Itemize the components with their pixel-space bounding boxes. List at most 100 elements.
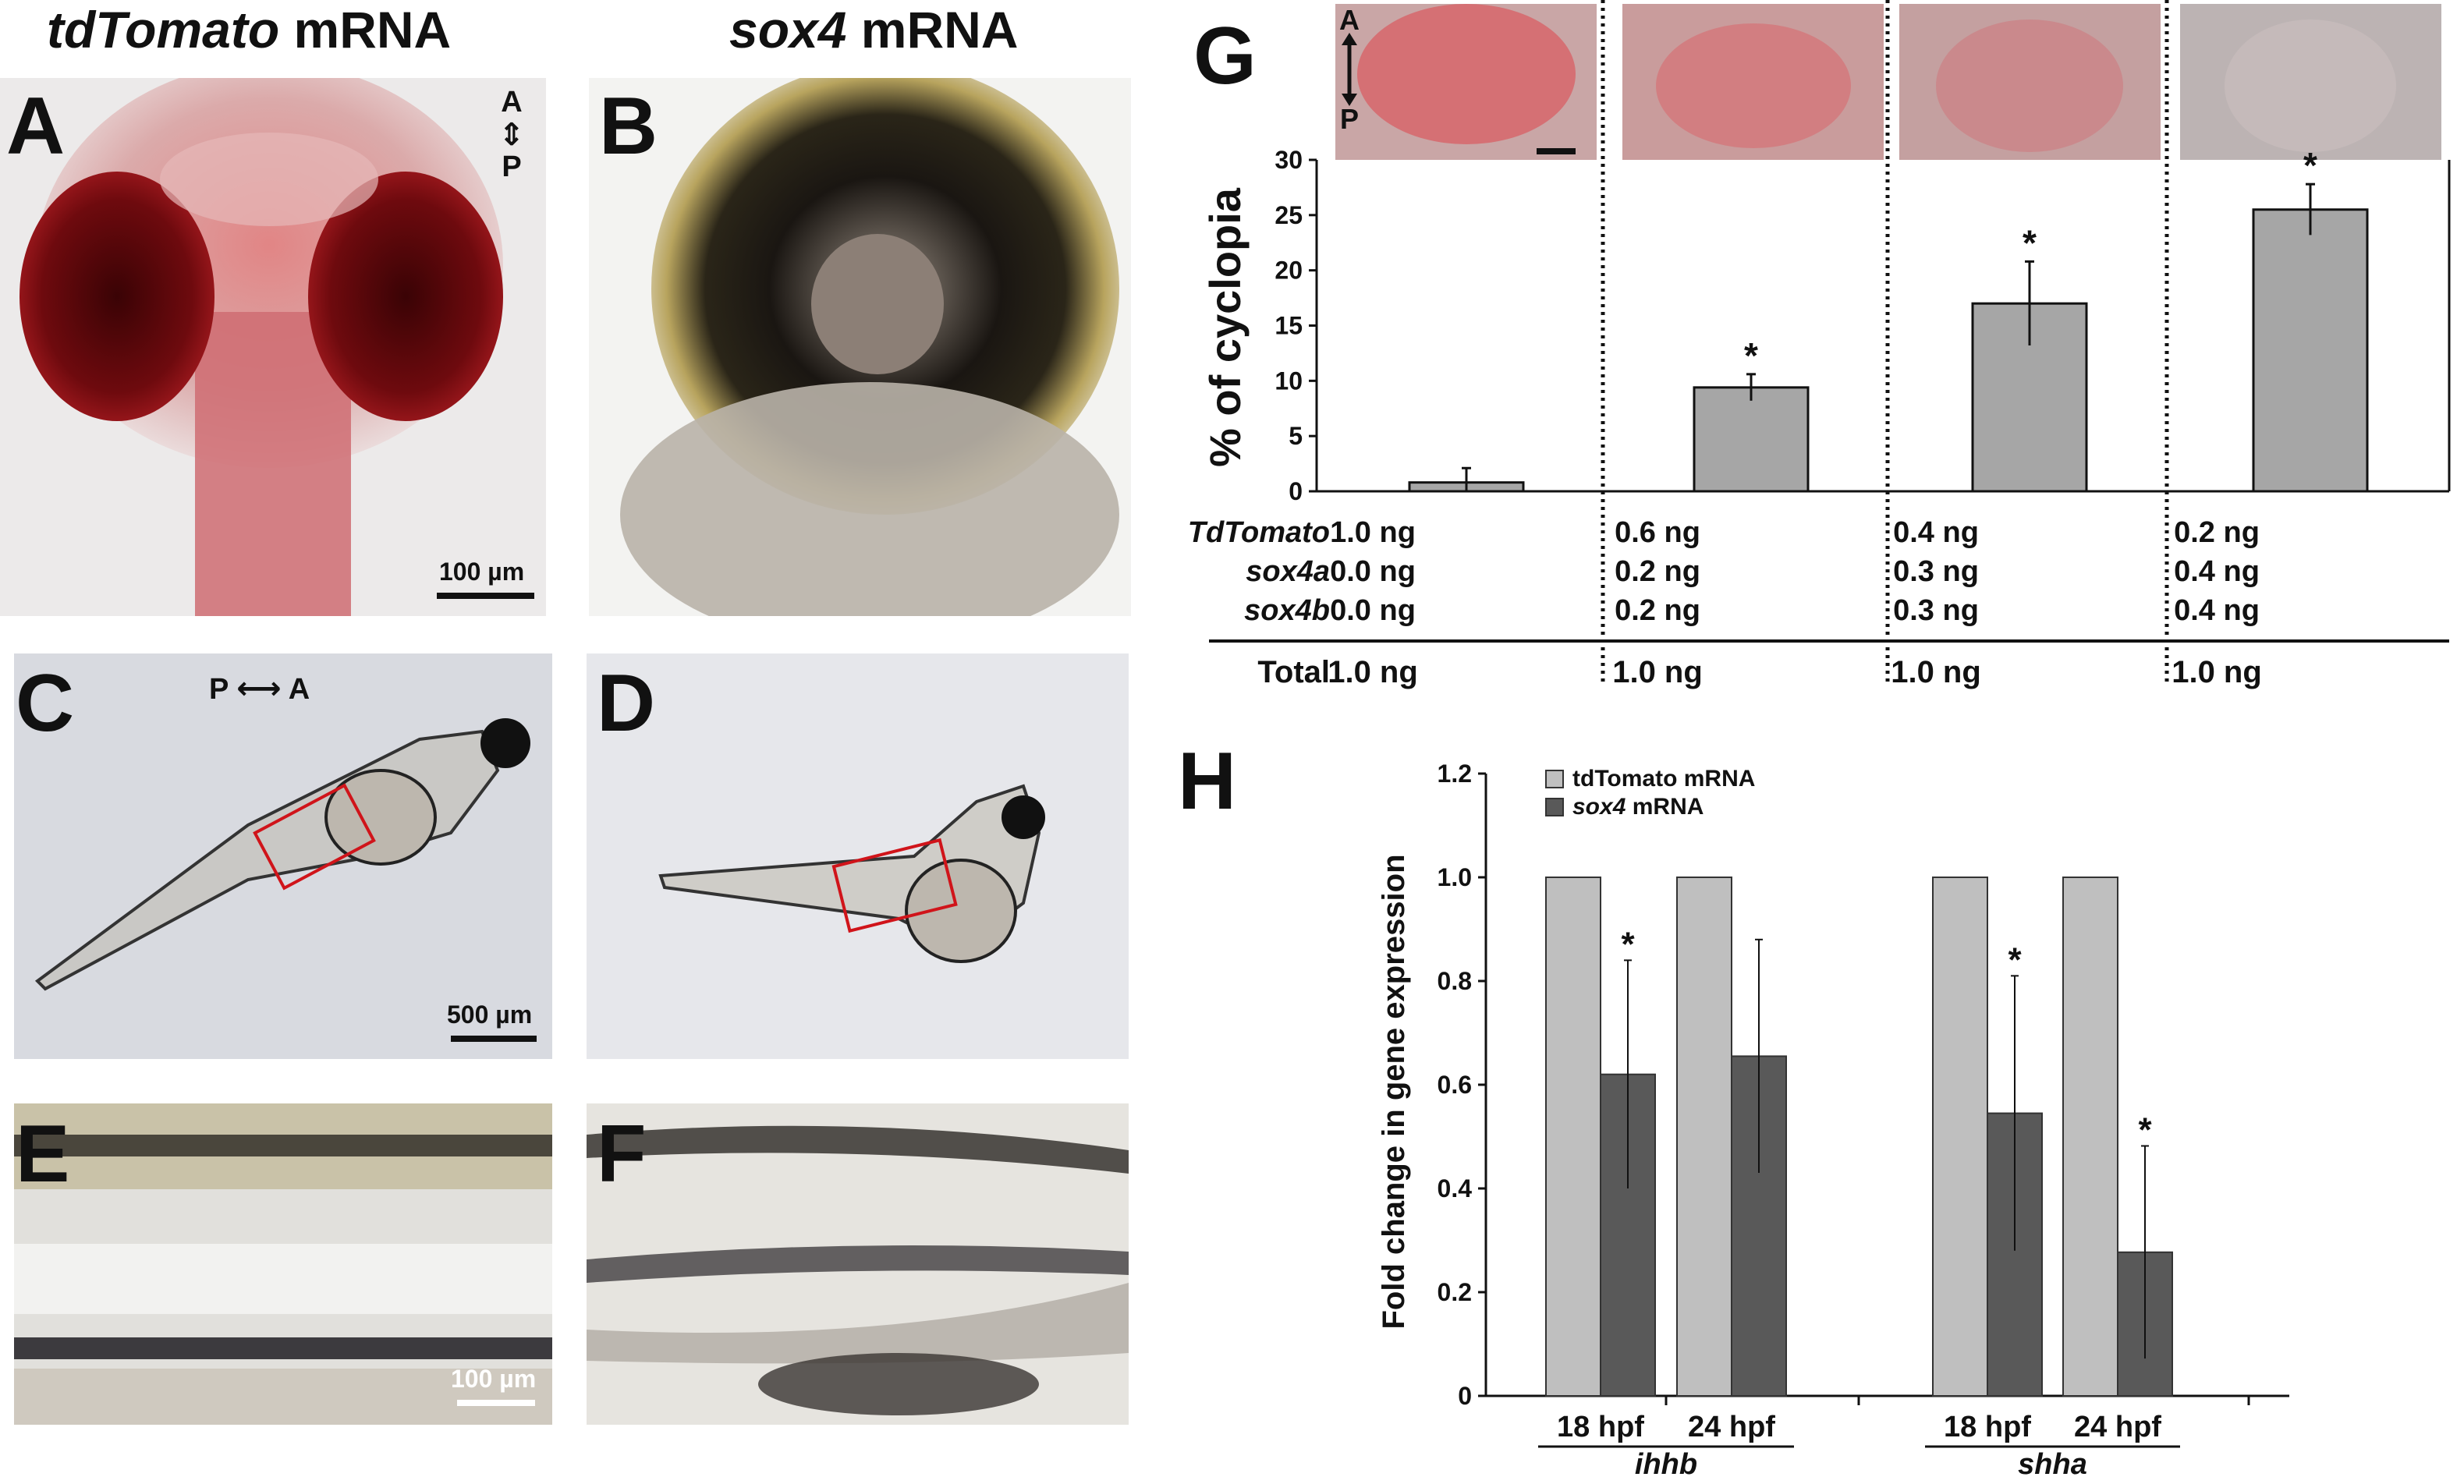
chart-h-ytick-label: 0.6 bbox=[1438, 1071, 1472, 1099]
legend-swatch-sox4 bbox=[1545, 798, 1564, 816]
chart-g-table-cell: 0.3 ng bbox=[1893, 555, 1979, 588]
chart-g-total-cell: 1.0 ng bbox=[2172, 655, 2262, 689]
photo-a-tdtomato-head: A ⇕ P 100 µm bbox=[0, 78, 546, 616]
chart-g-ytick-label: 15 bbox=[1275, 312, 1303, 340]
chart-g-table-cell: 0.4 ng bbox=[2174, 555, 2260, 588]
axis-ap-vertical: A ⇕ P bbox=[496, 86, 527, 183]
photo-f-sox4-trunk bbox=[587, 1103, 1129, 1425]
chart-g-table-cell: 0.3 ng bbox=[1893, 594, 1979, 627]
chart-g-significance-marker: * bbox=[1744, 335, 1758, 376]
panel-letter-h: H bbox=[1178, 736, 1237, 827]
inset-scale-bar bbox=[1537, 148, 1576, 154]
chart-h-group-label: ihhb bbox=[1635, 1448, 1697, 1481]
legend-label-tdtomato: tdTomato mRNA bbox=[1572, 766, 1755, 792]
header-tdtomato: tdTomato mRNA bbox=[47, 4, 451, 55]
header-tdtomato-plain: mRNA bbox=[279, 1, 452, 58]
chart-g-significance-marker: * bbox=[2023, 222, 2037, 263]
photo-d-sox4-larva bbox=[587, 653, 1129, 1059]
chart-g-table-cell: 0.6 ng bbox=[1615, 516, 1700, 549]
chart-g-ytick-label: 5 bbox=[1289, 422, 1303, 450]
chart-g-ytick-label: 30 bbox=[1275, 146, 1303, 174]
axis-anterior-label: A bbox=[501, 86, 523, 119]
axis-anterior-label-c: A bbox=[288, 673, 310, 706]
chart-g-table-cell: 1.0 ng bbox=[1330, 516, 1416, 549]
chart-h-ytick-label: 0.8 bbox=[1438, 967, 1472, 995]
scale-label-c: 500 µm bbox=[447, 1001, 533, 1029]
chart-g-total-cell: 1.0 ng bbox=[1612, 655, 1703, 689]
chart-g-table-cell: 0.2 ng bbox=[2174, 516, 2260, 549]
axis-horizontal-arrow-icon: ⟷ bbox=[236, 671, 282, 706]
chart-g-table-cell: 0.2 ng bbox=[1615, 594, 1700, 627]
legend-swatch-tdtomato bbox=[1545, 770, 1564, 788]
photo-f-illustration bbox=[587, 1103, 1129, 1425]
photo-c-illustration bbox=[14, 653, 552, 1059]
scale-bar-c bbox=[451, 1036, 537, 1042]
chart-g-significance-marker: * bbox=[2303, 145, 2317, 186]
chart-g-table-cell: 0.4 ng bbox=[1893, 516, 1979, 549]
chart-h-bar-tdtomato bbox=[1676, 877, 1732, 1397]
chart-g-table-cell: 0.4 ng bbox=[2174, 594, 2260, 627]
chart-h-ytick-label: 1.0 bbox=[1438, 863, 1472, 891]
chart-h-bar-tdtomato bbox=[2062, 877, 2118, 1397]
photo-b-illustration bbox=[589, 78, 1131, 616]
chart-h-ytick-label: 0.2 bbox=[1438, 1278, 1472, 1306]
axis-posterior-label: P bbox=[502, 151, 522, 183]
inset-ap-axis: A P bbox=[1339, 4, 1360, 135]
panel-letter-f: F bbox=[597, 1109, 647, 1199]
header-sox4-italic: sox4 bbox=[729, 1, 847, 58]
scale-bar-a bbox=[437, 593, 534, 599]
chart-g-table-cell: 0.0 ng bbox=[1330, 594, 1416, 627]
scale-label-a: 100 µm bbox=[439, 558, 525, 586]
panel-letter-a: A bbox=[6, 81, 66, 172]
photo-a-illustration bbox=[0, 78, 546, 616]
chart-h-significance-marker: * bbox=[2008, 940, 2022, 979]
chart-h-category-label: 18 hpf bbox=[1944, 1411, 2031, 1443]
chart-g-total-label: Total bbox=[1257, 655, 1330, 689]
photo-c-tdtomato-larva: P ⟷ A 500 µm bbox=[14, 653, 552, 1059]
legend-label-sox4: sox4 mRNA bbox=[1572, 794, 1704, 820]
header-sox4: sox4 mRNA bbox=[729, 4, 1018, 55]
chart-h-ytick-label: 0.4 bbox=[1438, 1174, 1473, 1202]
chart-h-gene-expression: Fold change in gene expression 0 0.2 0.4 0.… bbox=[1377, 760, 2289, 1481]
chart-h-significance-marker: * bbox=[2138, 1110, 2152, 1149]
chart-g-bar bbox=[1693, 386, 1810, 493]
chart-g-ytick-label: 10 bbox=[1275, 367, 1303, 395]
panel-letter-e: E bbox=[16, 1109, 70, 1199]
axis-pa-horizontal: P ⟷ A bbox=[209, 671, 310, 707]
chart-g-total-cell: 1.0 ng bbox=[1891, 655, 1981, 689]
axis-posterior-label-c: P bbox=[209, 673, 229, 706]
chart-h-ylabel: Fold change in gene expression bbox=[1377, 854, 1411, 1329]
chart-h-category-label: 18 hpf bbox=[1557, 1411, 1644, 1443]
scale-bar-e bbox=[457, 1400, 535, 1406]
chart-h-bar-tdtomato bbox=[1545, 877, 1601, 1397]
chart-h-category-label: 24 hpf bbox=[2074, 1411, 2161, 1443]
chart-h-category-label: 24 hpf bbox=[1688, 1411, 1775, 1443]
photo-b-sox4-head bbox=[589, 78, 1131, 616]
chart-h-significance-marker: * bbox=[1621, 925, 1635, 963]
chart-h-legend: tdTomato mRNA sox4 mRNA bbox=[1545, 766, 1755, 820]
legend-label-sox4-italic: sox4 bbox=[1572, 794, 1626, 820]
panel-letter-b: B bbox=[599, 81, 658, 172]
chart-g-table-row-label: sox4b bbox=[1244, 594, 1330, 627]
chart-h-bar-tdtomato bbox=[1932, 877, 1988, 1397]
chart-h-ytick-label: 1.2 bbox=[1438, 760, 1472, 788]
header-sox4-plain: mRNA bbox=[846, 1, 1019, 58]
header-tdtomato-italic: tdTomato bbox=[47, 1, 280, 58]
inset-axis-posterior: P bbox=[1340, 103, 1359, 135]
chart-g-ytick-label: 25 bbox=[1275, 201, 1303, 229]
chart-g-table-cell: 0.0 ng bbox=[1330, 555, 1416, 588]
chart-g-ylabel: % of cyclopia bbox=[1200, 187, 1250, 467]
photo-e-illustration bbox=[14, 1103, 552, 1425]
chart-g-ytick-label: 0 bbox=[1289, 477, 1303, 505]
legend-label-sox4-plain: mRNA bbox=[1626, 794, 1704, 820]
chart-h-group-label: shha bbox=[2018, 1448, 2087, 1481]
scale-label-e: 100 µm bbox=[451, 1365, 537, 1393]
photo-d-illustration bbox=[587, 653, 1129, 1059]
chart-h-ytick-label: 0 bbox=[1458, 1382, 1472, 1410]
panel-letter-c: C bbox=[16, 658, 75, 749]
chart-g-bar bbox=[2252, 208, 2369, 493]
chart-g-table-cell: 0.2 ng bbox=[1615, 555, 1700, 588]
chart-g-insets bbox=[1335, 4, 2441, 160]
chart-g-table-row-label: TdTomato bbox=[1188, 516, 1330, 549]
